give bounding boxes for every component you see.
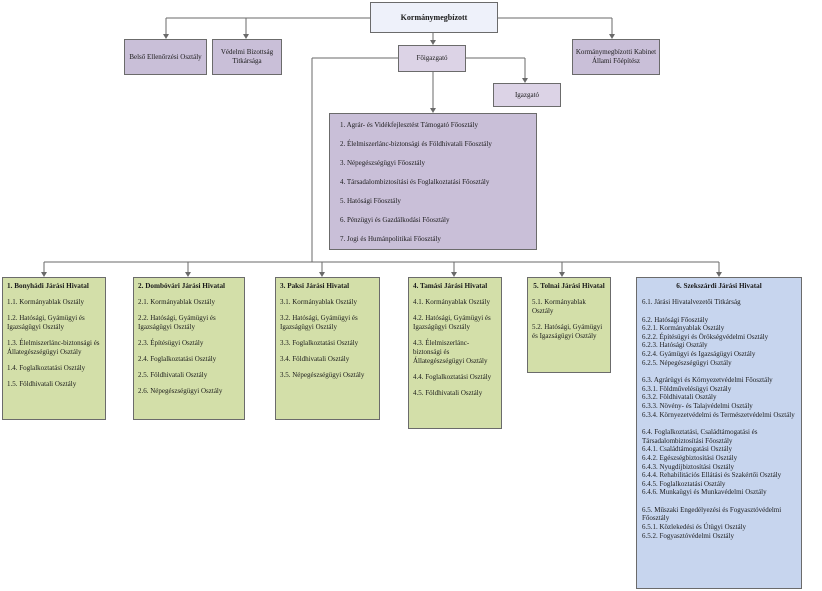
department-item: 6.3.3. Növény- és Talajvédelmi Osztály bbox=[642, 401, 753, 410]
department-item: 6.2.5. Népegészségügyi Osztály bbox=[642, 358, 732, 367]
foosztaly-item: 4. Társadalombiztosítási és Foglalkoztat… bbox=[340, 178, 490, 186]
office-item: 4.4. Foglalkoztatási Osztály bbox=[413, 373, 492, 381]
belso-ellenorzesi-label: Belső Ellenőrzési Osztály bbox=[129, 52, 202, 61]
office-bonyhad: 1. Bonyhádi Járási Hivatal 1.1. Kormánya… bbox=[2, 277, 106, 420]
foosztalyok-box: 1. Agrár- és Vidékfejlesztést Támogató F… bbox=[329, 113, 537, 250]
department-group: 6.3. Agrárügyi és Környezetvédelmi Főosz… bbox=[642, 376, 796, 419]
office-item: 3.1. Kormányablak Osztály bbox=[280, 298, 357, 306]
office-title: 6. Szekszárdi Járási Hivatal bbox=[676, 282, 762, 290]
department-item: 6.2.3. Hatósági Osztály bbox=[642, 341, 708, 350]
department-group: 6.1. Járási Hivatalvezetői Titkárság bbox=[642, 298, 796, 307]
department-item: 6.2. Hatósági Főosztály bbox=[642, 315, 709, 324]
department-group: 6.4. Foglalkoztatási, Családtámogatási é… bbox=[642, 428, 796, 497]
foosztaly-item: 7. Jogi és Humánpolitikai Főosztály bbox=[340, 235, 441, 243]
igazgato-label: Igazgató bbox=[514, 90, 540, 99]
office-item: 1.2. Hatósági, Gyámügyi és Igazságügyi O… bbox=[7, 314, 85, 331]
office-title: 1. Bonyhádi Járási Hivatal bbox=[7, 282, 89, 290]
office-title: 3. Paksi Járási Hivatal bbox=[280, 282, 350, 290]
office-item: 2.2. Hatósági, Gyámügyi és Igazságügyi O… bbox=[138, 314, 216, 331]
foigazgato-box: Főigazgató bbox=[398, 45, 466, 72]
department-item: 6.4.5. Foglalkoztatási Osztály bbox=[642, 479, 726, 488]
department-item: 6.3.1. Földművelésügyi Osztály bbox=[642, 384, 732, 393]
office-item: 2.1. Kormányablak Osztály bbox=[138, 298, 215, 306]
office-paks: 3. Paksi Járási Hivatal 3.1. Kormányabla… bbox=[275, 277, 380, 420]
office-title: 2. Dombóvári Járási Hivatal bbox=[138, 282, 226, 290]
office-title: 4. Tamási Járási Hivatal bbox=[413, 282, 488, 290]
department-item: 6.4.6. Munkaügyi és Munkavédelmi Osztály bbox=[642, 488, 767, 497]
office-tolna: 5. Tolnai Járási Hivatal 5.1. Kormányabl… bbox=[527, 277, 611, 373]
department-item: 6.5.2. Fogyasztóvédelmi Osztály bbox=[642, 531, 734, 540]
office-item: 4.2. Hatósági, Gyámügyi és Igazságügyi O… bbox=[413, 314, 491, 331]
office-tamasi: 4. Tamási Járási Hivatal 4.1. Kormányabl… bbox=[408, 277, 502, 429]
foosztaly-item: 6. Pénzügyi és Gazdálkodási Főosztály bbox=[340, 216, 450, 224]
office-item: 2.3. Építésügyi Osztály bbox=[138, 339, 204, 347]
office-item: 2.6. Népegészségügyi Osztály bbox=[138, 387, 223, 395]
office-item: 5.1. Kormányablak Osztály bbox=[532, 298, 586, 315]
office-item: 3.3. Foglalkoztatási Osztály bbox=[280, 339, 359, 347]
department-group: 6.2. Hatósági Főosztály 6.2.1. Kormányab… bbox=[642, 316, 796, 368]
office-item: 1.5. Földhivatali Osztály bbox=[7, 380, 77, 388]
kormanymegbizott-label: Kormánymegbízott bbox=[400, 13, 468, 22]
department-item: 6.5.1. Közlekedési és Útügyi Osztály bbox=[642, 523, 747, 532]
department-item: 6.5. Műszaki Engedélyezési és Fogyasztóv… bbox=[642, 505, 782, 523]
office-item: 1.3. Élelmiszerlánc-biztonsági és Állate… bbox=[7, 339, 100, 356]
department-item: 6.4.3. Nyugdíjbiztosítási Osztály bbox=[642, 462, 734, 471]
belso-ellenorzesi-box: Belső Ellenőrzési Osztály bbox=[124, 39, 207, 75]
kabinet-box: Kormánymegbízotti Kabinet Állami Főépíté… bbox=[572, 39, 660, 75]
vedelmi-bizottsag-box: Védelmi Bizottság Titkársága bbox=[212, 39, 282, 75]
foosztaly-item: 2. Élelmiszerlánc-biztonsági és Földhiva… bbox=[340, 140, 492, 148]
office-item: 4.5. Földhivatali Osztály bbox=[413, 389, 483, 397]
department-item: 6.1. Járási Hivatalvezetői Titkárság bbox=[642, 298, 741, 306]
department-item: 6.2.1. Kormányablak Osztály bbox=[642, 324, 725, 333]
igazgato-box: Igazgató bbox=[493, 83, 561, 107]
kabinet-label: Kormánymegbízotti Kabinet Állami Főépíté… bbox=[575, 48, 657, 65]
office-item: 3.5. Népegészségügyi Osztály bbox=[280, 371, 365, 379]
office-szekszard: 6. Szekszárdi Járási Hivatal 6.1. Járási… bbox=[636, 277, 802, 589]
kormanymegbizott-box: Kormánymegbízott bbox=[370, 2, 498, 33]
department-item: 6.3.2. Földhivatali Osztály bbox=[642, 393, 717, 402]
department-item: 6.4.2. Egészségbiztosítási Osztály bbox=[642, 453, 738, 462]
vedelmi-bizottsag-label: Védelmi Bizottság Titkársága bbox=[220, 48, 274, 65]
department-item: 6.2.2. Építésügyi és Örökségvédelmi Oszt… bbox=[642, 332, 769, 341]
foosztaly-item: 1. Agrár- és Vidékfejlesztést Támogató F… bbox=[340, 121, 478, 129]
department-group: 6.5. Műszaki Engedélyezési és Fogyasztóv… bbox=[642, 506, 796, 540]
office-item: 4.3. Élelmiszerlánc-biztonsági és Állate… bbox=[413, 339, 488, 365]
office-item: 1.4. Foglalkoztatási Osztály bbox=[7, 364, 86, 372]
office-item: 1.1. Kormányablak Osztály bbox=[7, 298, 84, 306]
office-item: 5.2. Hatósági, Gyámügyi és Igazságügyi O… bbox=[532, 323, 603, 340]
department-item: 6.4. Foglalkoztatási, Családtámogatási é… bbox=[642, 428, 758, 445]
office-item: 2.4. Foglalkoztatási Osztály bbox=[138, 355, 217, 363]
department-item: 6.3.4. Környezetvédelmi és Természetvéde… bbox=[642, 410, 795, 419]
office-dombovar: 2. Dombóvári Járási Hivatal 2.1. Kormány… bbox=[133, 277, 245, 420]
office-item: 3.4. Földhivatali Osztály bbox=[280, 355, 350, 363]
department-item: 6.2.4. Gyámügyi és Igazságügyi Osztály bbox=[642, 349, 756, 358]
foosztaly-item: 3. Népegészségügyi Főosztály bbox=[340, 159, 425, 167]
office-item: 2.5. Földhivatali Osztály bbox=[138, 371, 208, 379]
department-item: 6.4.4. Rehabilitációs Ellátási és Szakér… bbox=[642, 471, 782, 480]
department-item: 6.3. Agrárügyi és Környezetvédelmi Főosz… bbox=[642, 376, 773, 385]
office-item: 3.2. Hatósági, Gyámügyi és Igazságügyi O… bbox=[280, 314, 358, 331]
foosztaly-item: 5. Hatósági Főosztály bbox=[340, 197, 401, 205]
office-item: 4.1. Kormányablak Osztály bbox=[413, 298, 490, 306]
department-item: 6.4.1. Családtámogatási Osztály bbox=[642, 445, 733, 454]
foigazgato-label: Főigazgató bbox=[416, 54, 448, 62]
office-title: 5. Tolnai Járási Hivatal bbox=[533, 282, 605, 290]
